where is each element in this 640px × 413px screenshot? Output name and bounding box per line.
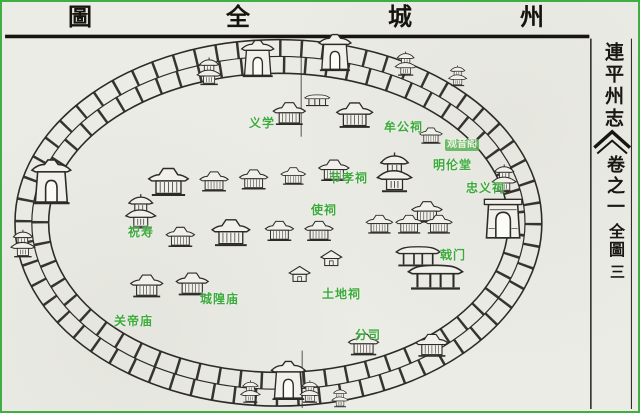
page-fold-line (300, 41, 303, 409)
map-label-yixue: 义学 (249, 116, 276, 130)
title-char-cheng: 城 (388, 2, 412, 31)
east-gate (483, 198, 523, 239)
map-label-guandimiao: 关帝庙 (114, 314, 154, 328)
book-title: 連平州志 (602, 42, 624, 130)
map-label-zhushou: 祝寿 (128, 225, 155, 239)
map-label-jiexiaoci: 节孝祠 (329, 171, 369, 185)
city-buildings (125, 94, 464, 357)
map-label-mougongci: 牟公祠 (384, 120, 424, 134)
title-char-zhou: 州 (520, 2, 544, 31)
section-label: 全圖 (606, 223, 625, 259)
title-char-tu: 圖 (68, 2, 92, 31)
header-rule (5, 34, 590, 39)
west-gate (30, 158, 72, 205)
south-gate (270, 360, 307, 401)
map-label-shici: 使祠 (311, 203, 338, 217)
margin-gutter (590, 38, 632, 410)
fishtail-mark (593, 129, 632, 155)
map-label-zhongyici: 忠义祠 (466, 181, 506, 195)
page-number: 三 (608, 264, 626, 279)
map-label-chenghuangmiao: 城隍庙 (200, 292, 240, 306)
map-label-mingluntang: 明伦堂 (433, 158, 473, 172)
map-label-guanyinge: 观音阁 (445, 139, 479, 151)
volume-label: 卷之一 (604, 155, 625, 218)
map-label-fensi: 分司 (355, 328, 382, 342)
title-char-quan: 全 (226, 2, 250, 31)
map-label-jimen: 戟门 (440, 248, 467, 262)
map-label-tudici: 土地祠 (322, 287, 362, 301)
